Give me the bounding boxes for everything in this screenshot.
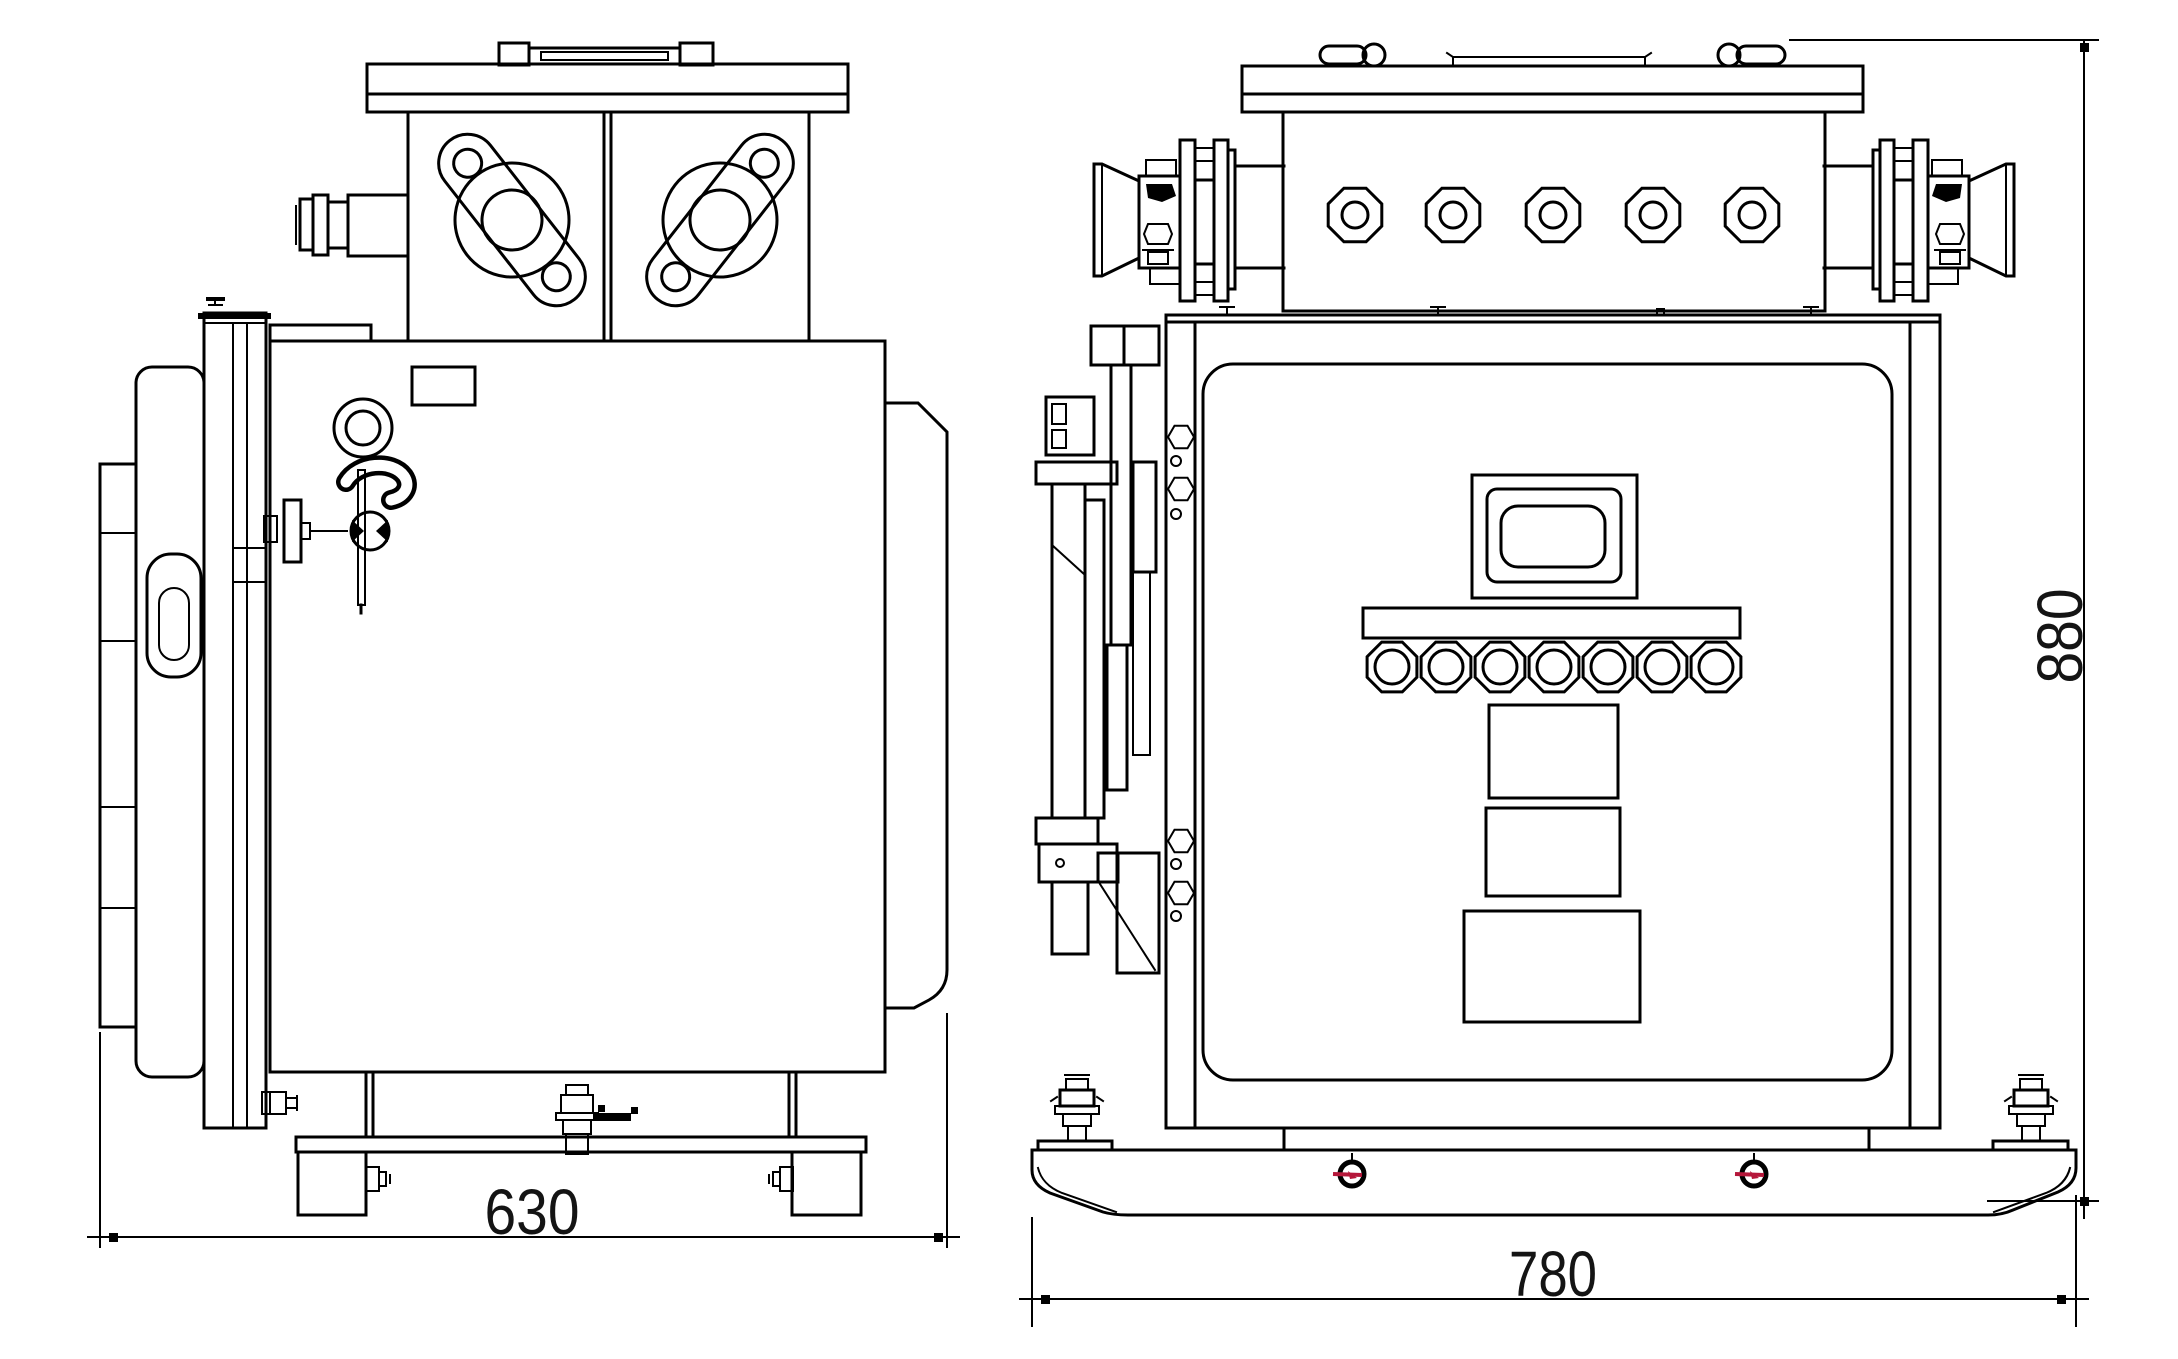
side-door-lug bbox=[232, 547, 267, 583]
side-door-edge bbox=[98, 462, 138, 1029]
front-plate-3 bbox=[1462, 909, 1642, 1024]
dim-630-label: 630 bbox=[485, 1176, 580, 1248]
front-skid-body bbox=[1030, 1148, 2078, 1217]
side-base-rail bbox=[294, 1135, 868, 1154]
front-gland-5 bbox=[1723, 186, 1781, 244]
front-button-2 bbox=[1419, 640, 1473, 694]
side-foot-left bbox=[296, 1150, 368, 1217]
front-drain-right bbox=[1735, 1154, 1766, 1186]
front-top-pin-right bbox=[1735, 44, 1787, 66]
side-mount-bolt bbox=[261, 1091, 298, 1115]
front-button-4 bbox=[1527, 640, 1581, 694]
side-earth-bolt bbox=[555, 1084, 638, 1155]
front-terminal-body bbox=[1281, 110, 1827, 313]
side-door-clamp bbox=[263, 498, 348, 564]
side-cable-entry-right bbox=[611, 103, 829, 337]
side-handle-right-block bbox=[678, 41, 715, 67]
front-connector-left bbox=[1092, 138, 1286, 303]
front-top-flange bbox=[1240, 64, 1865, 114]
side-door-handle bbox=[145, 552, 203, 679]
front-enclosure-body bbox=[1164, 320, 1942, 1130]
side-door bbox=[98, 297, 271, 1130]
side-handle-bar bbox=[527, 46, 682, 66]
front-plate-1 bbox=[1487, 703, 1620, 800]
front-top-pin-left bbox=[1318, 44, 1368, 66]
side-handle-bar-inner bbox=[540, 51, 669, 61]
front-button-5 bbox=[1581, 640, 1635, 694]
front-door-panel bbox=[1201, 362, 1894, 1082]
side-base bbox=[261, 1070, 868, 1217]
side-view bbox=[98, 41, 949, 1217]
front-button-6 bbox=[1635, 640, 1689, 694]
front-button-1 bbox=[1365, 640, 1419, 694]
front-gland-2 bbox=[1424, 186, 1482, 244]
front-button-rail bbox=[1361, 606, 1742, 640]
dim-780: 780 bbox=[1019, 1195, 2089, 1327]
front-terminal-box bbox=[1240, 42, 1865, 313]
side-plug bbox=[295, 193, 410, 258]
front-window bbox=[1470, 473, 1639, 600]
front-handle-edge bbox=[1452, 56, 1646, 67]
front-view bbox=[1030, 42, 2078, 1217]
side-door-leaf bbox=[134, 365, 206, 1079]
front-skid-bolt-left bbox=[1049, 1073, 1105, 1143]
front-enclosure bbox=[1164, 306, 1942, 1130]
side-foot-right bbox=[790, 1150, 863, 1217]
side-name-plate bbox=[410, 365, 477, 407]
side-handle-left-block bbox=[497, 41, 531, 67]
side-enclosure bbox=[263, 323, 949, 1074]
side-interlock-button bbox=[332, 397, 394, 459]
side-foot-bolt-left bbox=[365, 1166, 391, 1192]
front-button-7 bbox=[1689, 640, 1743, 694]
dim-880-label: 880 bbox=[2024, 589, 2096, 684]
front-buttons bbox=[1365, 640, 1743, 694]
front-drain-left bbox=[1333, 1154, 1364, 1186]
front-button-3 bbox=[1473, 640, 1527, 694]
front-plate-2 bbox=[1484, 806, 1622, 898]
front-gland-4 bbox=[1624, 186, 1682, 244]
side-operating-lever bbox=[336, 455, 417, 615]
dim-630: 630 bbox=[87, 1013, 960, 1248]
dimensions: 630 780 880 bbox=[87, 39, 2099, 1327]
front-hinge bbox=[1034, 324, 1195, 975]
side-hinge-column bbox=[202, 311, 268, 1130]
dim-780-label: 780 bbox=[1509, 1238, 1597, 1310]
front-skid bbox=[1030, 1073, 2078, 1217]
side-foot-bolt-right bbox=[768, 1166, 794, 1192]
side-cable-entry-left bbox=[403, 103, 621, 337]
front-gland-3 bbox=[1524, 186, 1582, 244]
front-gland-1 bbox=[1326, 186, 1384, 244]
side-rear-hump bbox=[883, 401, 949, 1010]
side-top-step bbox=[268, 323, 373, 343]
dim-880: 880 bbox=[1789, 39, 2099, 1219]
side-enclosure-body bbox=[268, 339, 887, 1074]
side-terminal-box bbox=[295, 41, 850, 343]
side-top-flange bbox=[365, 62, 850, 114]
front-skid-bolt-right bbox=[2003, 1073, 2059, 1143]
front-connector-right bbox=[1822, 138, 2016, 303]
